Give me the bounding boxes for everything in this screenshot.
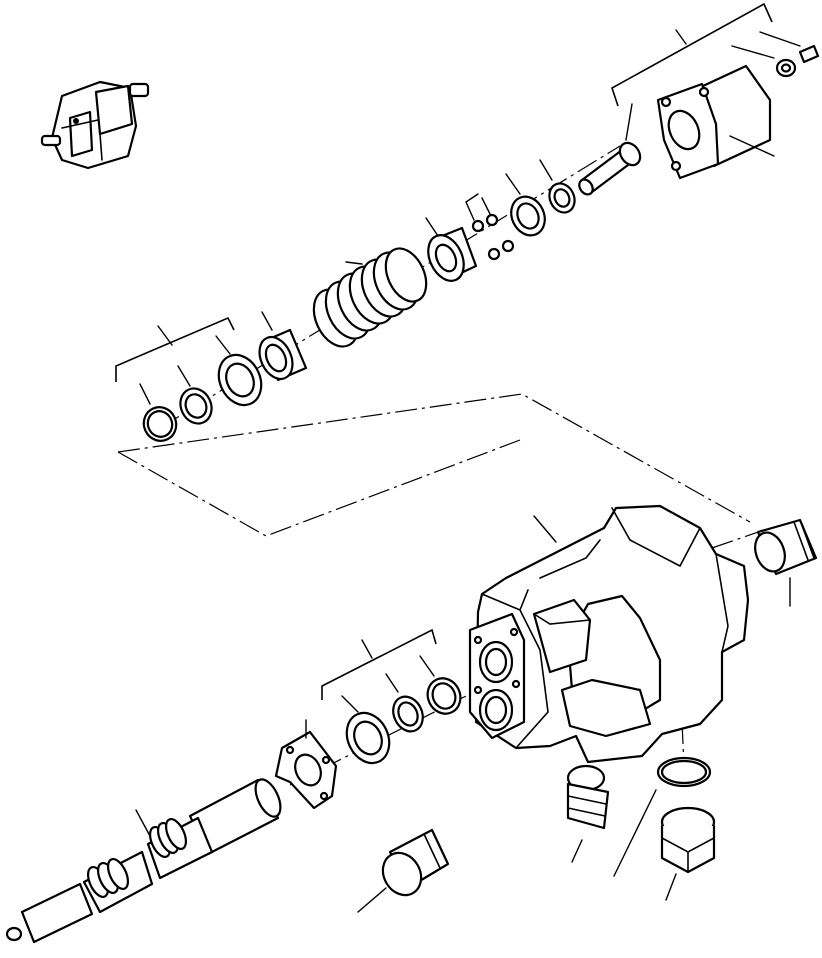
valve-body bbox=[468, 504, 750, 764]
detent-balls bbox=[465, 193, 515, 261]
spring-retainer bbox=[425, 217, 478, 282]
washer-upper bbox=[215, 335, 263, 407]
plug-lower-left bbox=[357, 828, 450, 913]
seal-kit-bracket-lower bbox=[321, 628, 437, 700]
end-cap-washer bbox=[731, 45, 797, 78]
detent-plunger bbox=[578, 103, 642, 196]
spring-seat-upper bbox=[258, 311, 308, 382]
backup-ring-lower bbox=[385, 673, 424, 733]
washer-lower bbox=[341, 695, 391, 765]
end-cap-screw bbox=[759, 31, 820, 64]
end-cap-housing bbox=[656, 64, 775, 180]
coil-spring bbox=[312, 247, 428, 348]
detent-collar bbox=[505, 173, 546, 237]
assembly-centerline bbox=[117, 393, 751, 537]
check-valve-fitting bbox=[566, 764, 610, 863]
seal-kit-bracket-upper bbox=[115, 316, 235, 382]
seal-upper-small bbox=[539, 159, 576, 214]
valve-spool bbox=[5, 778, 282, 944]
flange-plate bbox=[274, 719, 338, 810]
seal-kit-bracket-top bbox=[611, 2, 773, 107]
assembled-valve-thumbnail bbox=[40, 80, 150, 170]
o-ring-upper-1 bbox=[139, 383, 178, 442]
plug-right bbox=[754, 518, 818, 607]
o-ring-bottom bbox=[613, 756, 712, 877]
backup-ring-upper bbox=[177, 365, 213, 425]
hex-plug-bottom bbox=[660, 806, 716, 901]
o-ring-lower-1 bbox=[419, 655, 462, 715]
